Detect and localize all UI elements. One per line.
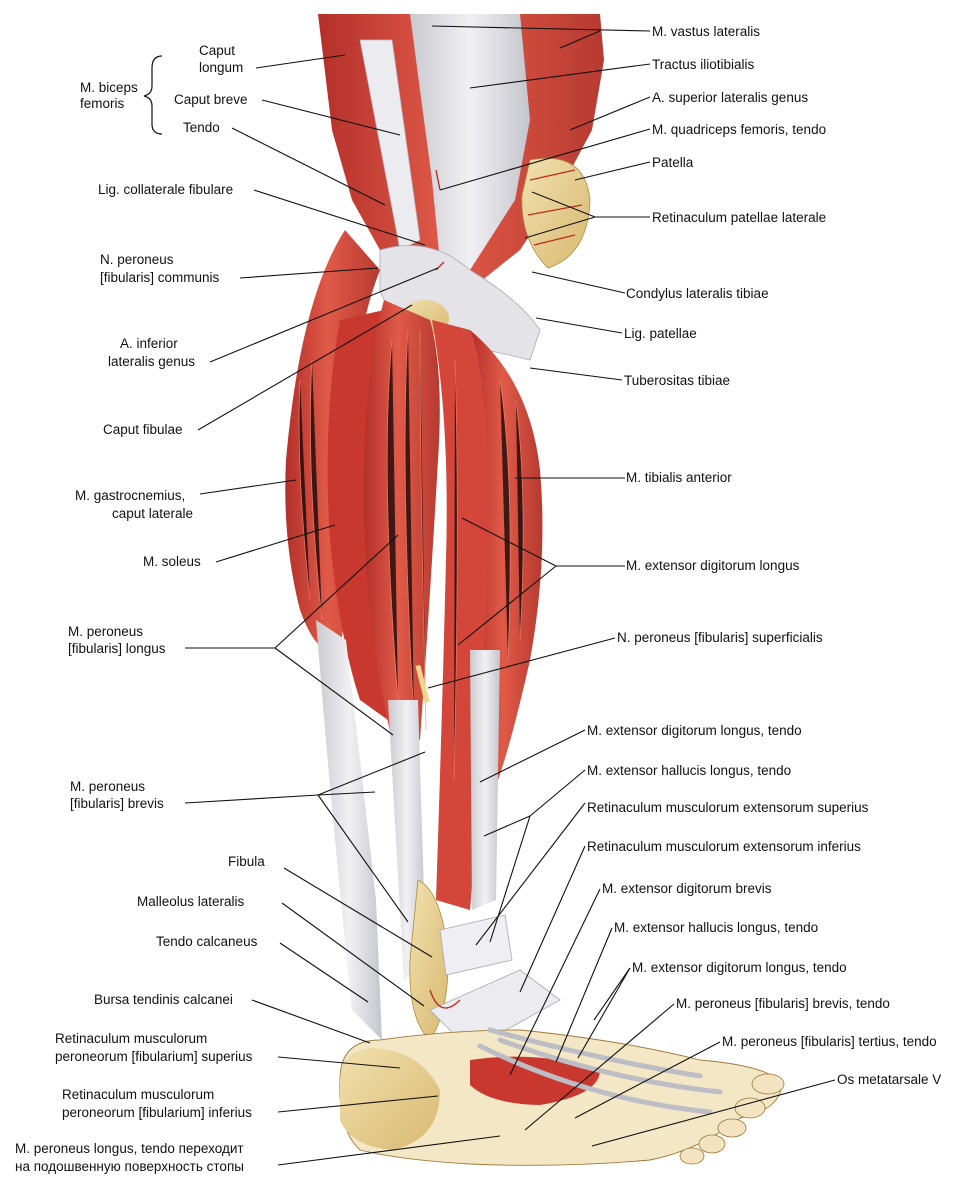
calcaneus <box>340 1048 440 1150</box>
patella <box>521 158 591 269</box>
label-ret-peroneorum-inf-2: peroneorum [fibularium] inferius <box>62 1105 252 1120</box>
label-ret-ext-inferius: Retinaculum musculorum extensorum inferi… <box>587 839 861 854</box>
label-bursa-tendinis: Bursa tendinis calcanei <box>94 992 233 1007</box>
label-ext-dig-longus: M. extensor digitorum longus <box>626 558 800 573</box>
label-caput-longum: Caput <box>199 43 235 58</box>
label-patella: Patella <box>652 155 694 170</box>
label-fibula: Fibula <box>228 854 265 869</box>
biceps-tendon <box>359 39 421 251</box>
label-lig-patellae: Lig. patellae <box>624 326 697 341</box>
label-gastrocnemius: M. gastrocnemius, <box>75 488 185 503</box>
left-labels: M. biceps femoris Caput longum Caput bre… <box>15 43 265 1174</box>
label-peroneus-brevis-2: [fibularis] brevis <box>70 796 164 811</box>
label-vastus-lateralis: M. vastus lateralis <box>652 24 760 39</box>
label-biceps-femoris-2: femoris <box>80 96 125 111</box>
label-peroneus-longus: M. peroneus <box>68 624 143 639</box>
label-soleus: M. soleus <box>143 554 201 569</box>
label-peroneus-longus-tendo-2: на подошвенную поверхность стопы <box>15 1159 244 1174</box>
label-n-peroneus-communis-2: [fibularis] communis <box>100 270 220 285</box>
label-ret-ext-superius: Retinaculum musculorum extensorum superi… <box>587 800 869 815</box>
label-ext-dig-longus-tendo-2: M. extensor digitorum longus, tendo <box>632 960 847 975</box>
label-gastrocnemius-2: caput laterale <box>112 506 193 521</box>
label-retinaculum-patellae: Retinaculum patellae laterale <box>652 210 826 225</box>
label-lig-collaterale-fibulare: Lig. collaterale fibulare <box>98 182 233 197</box>
label-malleolus-lateralis: Malleolus lateralis <box>137 894 245 909</box>
label-peroneus-brevis: M. peroneus <box>70 779 145 794</box>
label-n-peroneus-superficialis: N. peroneus [fibularis] superficialis <box>617 630 823 645</box>
ext-dig-brevis <box>470 1056 600 1105</box>
label-os-metatarsale-v: Os metatarsale V <box>837 1072 941 1087</box>
label-peroneus-longus-tendo: M. peroneus longus, tendo переходит <box>15 1141 244 1156</box>
label-ret-peroneorum-sup: Retinaculum musculorum <box>55 1031 207 1046</box>
label-tuberositas-tibiae: Tuberositas tibiae <box>624 373 730 388</box>
label-peroneus-brevis-tendo: M. peroneus [fibularis] brevis, tendo <box>676 996 890 1011</box>
label-quadriceps-tendo: M. quadriceps femoris, tendo <box>652 122 826 137</box>
achilles-tendon <box>316 620 382 1040</box>
label-a-superior-lateralis-genus: A. superior lateralis genus <box>652 90 808 105</box>
label-n-peroneus-communis: N. peroneus <box>100 252 174 267</box>
label-tractus-iliotibialis: Tractus iliotibialis <box>652 57 755 72</box>
label-ret-peroneorum-inf: Retinaculum musculorum <box>62 1087 214 1102</box>
n-peroneus-superficialis-shape <box>415 664 430 703</box>
label-ret-peroneorum-sup-2: peroneorum [fibularium] superius <box>55 1049 253 1064</box>
label-peroneus-longus-2: [fibularis] longus <box>68 641 166 656</box>
label-caput-fibulae: Caput fibulae <box>103 422 183 437</box>
label-biceps-femoris: M. biceps <box>80 80 138 95</box>
label-tibialis-anterior: M. tibialis anterior <box>626 470 732 485</box>
right-labels: M. vastus lateralis Tractus iliotibialis… <box>587 24 941 1087</box>
label-caput-longum-2: longum <box>199 60 243 75</box>
label-caput-breve: Caput breve <box>174 92 248 107</box>
label-a-inferior-lateralis-genus: A. inferior <box>120 336 178 351</box>
leg-illustration <box>285 14 785 1166</box>
label-ext-dig-longus-tendo: M. extensor digitorum longus, tendo <box>587 723 802 738</box>
label-tendo-calcaneus: Tendo calcaneus <box>156 934 258 949</box>
leader-lines <box>184 25 836 1166</box>
label-ext-dig-brevis: M. extensor digitorum brevis <box>602 881 772 896</box>
biceps-bracket <box>143 55 163 135</box>
label-a-inferior-lateralis-genus-2: lateralis genus <box>108 354 195 369</box>
label-condylus-lateralis-tibiae: Condylus lateralis tibiae <box>626 286 769 301</box>
label-ext-hall-longus-tendo: M. extensor hallucis longus, tendo <box>587 763 791 778</box>
tractus-iliotibialis <box>410 14 530 270</box>
label-ext-hall-longus-tendo-2: M. extensor hallucis longus, tendo <box>614 920 818 935</box>
label-peroneus-tertius-tendo: M. peroneus [fibularis] tertius, tendo <box>722 1034 937 1049</box>
label-tendo: Tendo <box>183 120 220 135</box>
